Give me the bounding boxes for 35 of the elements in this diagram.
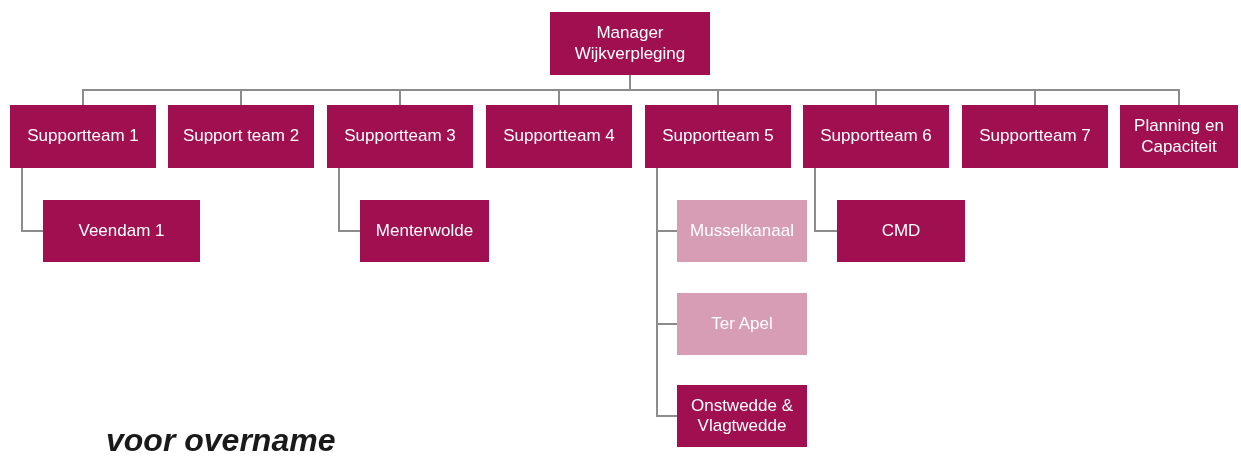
org-box (550, 12, 710, 75)
org-box (168, 105, 314, 168)
box-label: Musselkanaal (690, 220, 794, 242)
box-label: Supportteam 3 (344, 126, 456, 147)
connector-line (656, 167, 678, 417)
org-box (360, 200, 489, 262)
box-label: CMD (881, 220, 921, 242)
box-label: Manager Wijkverpleging (573, 23, 687, 64)
org-box (837, 200, 965, 262)
org-box (645, 105, 791, 168)
org-box (677, 200, 807, 262)
box-label: Planning en Capaciteit (1133, 116, 1225, 157)
org-box (1120, 105, 1238, 168)
box-label: Supportteam 4 (503, 126, 615, 147)
box-label: Supportteam 5 (662, 126, 774, 147)
org-box (962, 105, 1108, 168)
box-label: Support team 2 (182, 126, 300, 147)
box-label: Ter Apel (711, 313, 773, 335)
box-label: Onstwedde & Vlagtwedde (689, 395, 795, 437)
org-box (803, 105, 949, 168)
org-box (486, 105, 632, 168)
box-label: Veendam 1 (78, 220, 165, 242)
caption-text: voor overname (106, 422, 336, 459)
connector-line (338, 167, 361, 232)
org-box (677, 385, 807, 447)
box-label: Supportteam 7 (979, 126, 1091, 147)
box-label: Menterwolde (375, 220, 474, 242)
org-box (43, 200, 200, 262)
box-label: Supportteam 1 (27, 126, 139, 147)
org-box (10, 105, 156, 168)
connector-line (21, 167, 44, 232)
org-box (327, 105, 473, 168)
connector-line (814, 167, 838, 232)
box-label: Supportteam 6 (820, 126, 932, 147)
org-box (677, 293, 807, 355)
